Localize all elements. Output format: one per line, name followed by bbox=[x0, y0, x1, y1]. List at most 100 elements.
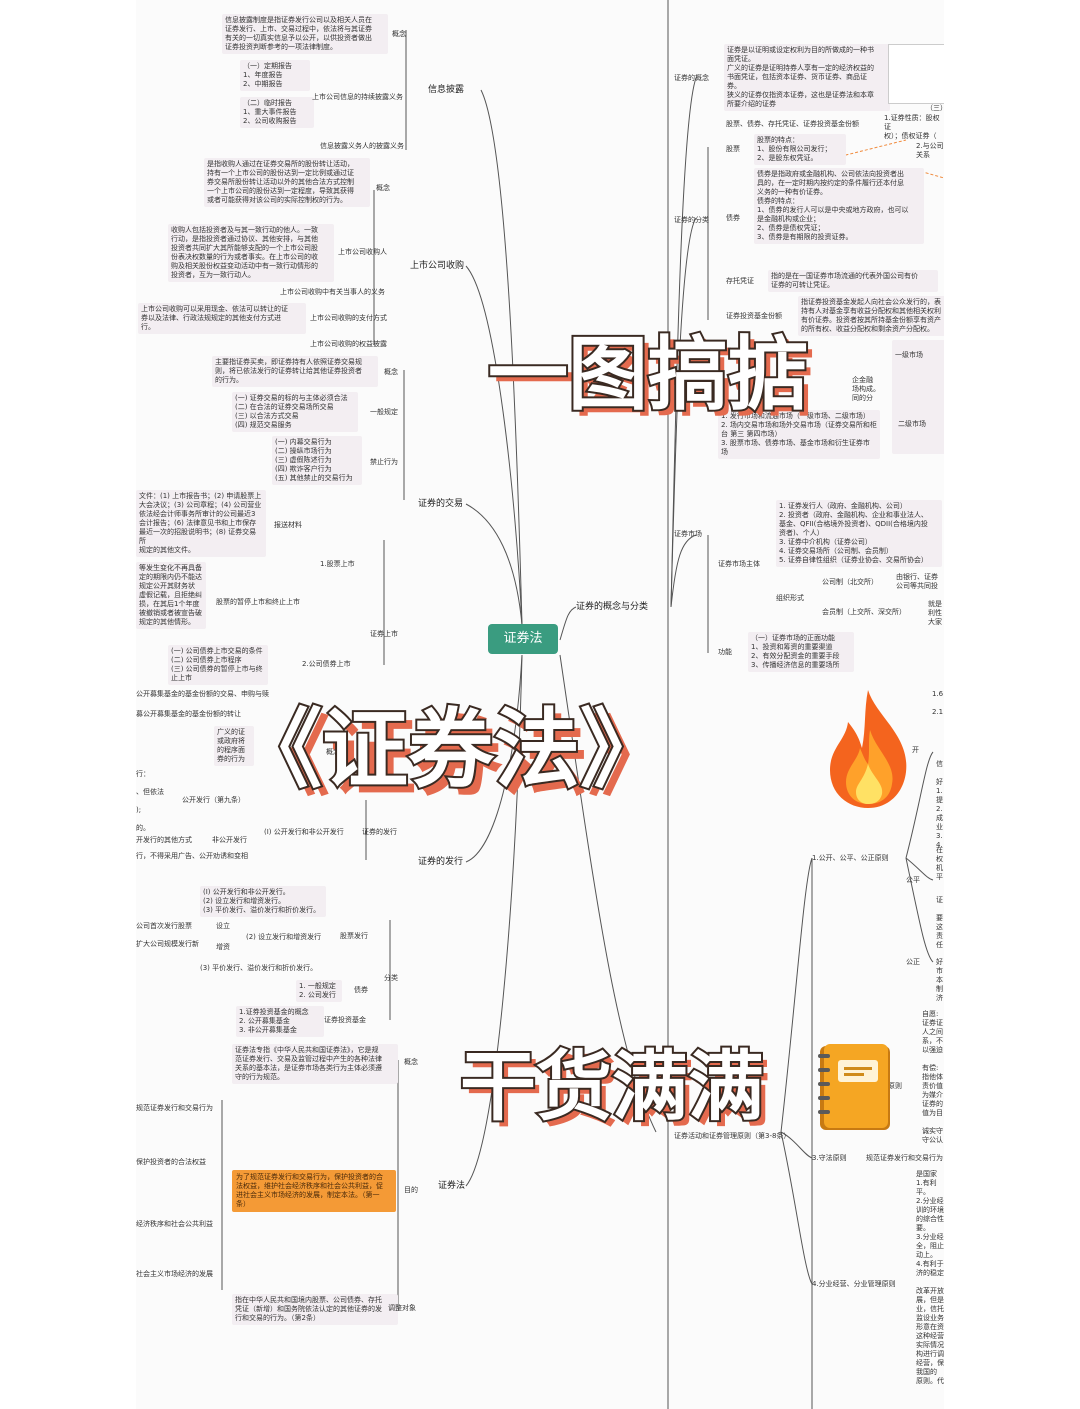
principle-law-abide-tail: 规范证券发行和交易行为 bbox=[866, 1154, 943, 1162]
class-stock-label: 股票 bbox=[726, 145, 740, 153]
link-sep bbox=[780, 1131, 813, 1285]
class-edge-1: 1.证券性质：股权证 权）；债权证券（ bbox=[884, 114, 940, 140]
principle-fair-label: 公平 bbox=[906, 876, 920, 884]
market-func-label: 功能 bbox=[718, 648, 732, 656]
principle-ppj: 1.公开、公平、公正原则 bbox=[812, 854, 889, 862]
issue-fund-issue: 证券投资基金 bbox=[324, 1016, 366, 1024]
issue-stock-issue: 股票发行 bbox=[340, 932, 368, 940]
issue-pub9: 公开发行（第九条） bbox=[182, 796, 245, 804]
trade-bond-text: (一) 公司债券上市交易的条件 (二) 公司债券上市程序 (三) 公司债券的暂停… bbox=[168, 645, 268, 685]
title-line3-shadow: 干货满满 bbox=[466, 1048, 770, 1137]
acq-disclosure-label: 上市公司收购的权益披露 bbox=[310, 340, 387, 348]
node-concept-classification[interactable]: 证券的概念与分类 bbox=[576, 602, 649, 612]
trade-listing-label: 证券上市 bbox=[370, 630, 398, 638]
link-open bbox=[905, 751, 934, 859]
acq-payment-label: 上市公司收购的支付方式 bbox=[310, 314, 387, 322]
market-mini-box: 一级市场 bbox=[892, 340, 944, 454]
info-continuous-label: 上市公司信息的持续披露义务 bbox=[312, 93, 403, 101]
issue-nonpub: 非公开发行 bbox=[212, 836, 247, 844]
link-abide bbox=[780, 1131, 813, 1159]
link-fair bbox=[905, 857, 934, 881]
trade-general-label: 一般规定 bbox=[370, 408, 398, 416]
market-company-label: 公司制（北交所） bbox=[822, 578, 878, 586]
class-fund-text: 指证券投资基金发起人向社会公众发行的，表 持有人对基金享有收益分配权和其他相关权… bbox=[798, 296, 944, 336]
concept-text: 证券是以证明或设定权利为目的所做成的一种书 面凭证。 广义的证券是证明持券人享有… bbox=[724, 44, 890, 111]
link-just bbox=[905, 857, 934, 963]
notebook-icon bbox=[818, 1044, 890, 1130]
trade-suspend-text: 等发生变化不再具备 定的期限内仍不能达 规定公开其财务状 虚假记载，且拒绝纠 损… bbox=[136, 562, 206, 629]
principle-tail: 原则 bbox=[888, 1082, 902, 1090]
issue-three-text: (3) 平价发行、溢价发行和折价发行。 bbox=[200, 964, 318, 972]
node-listed-acquisition[interactable]: 上市公司收购 bbox=[410, 261, 465, 271]
market-company-tail: 由银行、证券 公司等共同投 bbox=[896, 573, 938, 590]
market-mini-primary: 一级市场 bbox=[895, 351, 923, 359]
principle-frag-g: 是国家 1.有利 平。 2.分业经 训的环境 的综合性 要。 3.分业经 全，阻… bbox=[916, 1170, 944, 1385]
law-concept-text: 证券法专指《中华人民共和国证券法》，它是规 范证券发行、交易及监管过程中产生的各… bbox=[232, 1044, 398, 1084]
node-securities-law[interactable]: 证券法 bbox=[438, 1181, 466, 1191]
acq-payment-text: 上市公司收购可以采用现金、依法可以转让的证 券以及法律、行政法规规定的其他支付方… bbox=[138, 303, 306, 334]
principle-law-abide: 3.守法原则 bbox=[812, 1154, 847, 1162]
principle-frag-c: 在 权 机 平 bbox=[936, 846, 943, 881]
link-root-law bbox=[465, 654, 523, 1187]
market-member-tail: 就是 利性 大家 bbox=[928, 600, 942, 626]
info-obligor-label: 信息披露义务人的披露义务 bbox=[320, 142, 404, 150]
trade-stock-listing: 1.股票上市 bbox=[320, 560, 355, 568]
class-stock-text: 股票的特点： 1、股份有限公司发行； 2、是股东权凭证。 bbox=[754, 134, 846, 165]
class-fund-label: 证券投资基金份额 bbox=[726, 312, 782, 320]
class-dr-text: 指的是在一国证券市场流通的代表外国公司有价 证券的可转让凭证。 bbox=[768, 270, 938, 292]
link-root-info bbox=[480, 89, 523, 626]
issue-class-text: (I) 公开发行和非公开发行。 (2) 设立发行和增资发行。 (3) 平价发行、… bbox=[200, 886, 326, 917]
title-line1: 一图搞掂 bbox=[486, 328, 810, 422]
principle-separate: 4.分业经营、分业管理原则 bbox=[812, 1280, 896, 1288]
issue-pub9-left: 行： 、但依法 ); 的。 bbox=[136, 770, 164, 832]
market-mini-secondary: 二级市场 bbox=[898, 420, 926, 428]
market-org-label: 组织形式 bbox=[776, 594, 804, 602]
trade-general-text: (一) 证券交易的标的与主体必须合法 (二) 在合法的证券交易场所交易 (三) … bbox=[232, 392, 358, 432]
info-concept-text: 信息披露制度是指证券发行公司以及相关人员在 证券发行、上市、交易过程中，依法将与… bbox=[222, 14, 388, 54]
trade-banned-label: 禁止行为 bbox=[370, 458, 398, 466]
link-root-trade bbox=[465, 503, 523, 626]
trade-concept-text: 主要指证券买卖，即证券持有人依照证券交易规 则，将已依法发行的证券转让给其他证券… bbox=[212, 356, 378, 387]
principle-frag-b: 信 好 1. 提 2. 成 业 3. 4. bbox=[936, 760, 943, 849]
root-node[interactable]: 证券法 bbox=[488, 624, 558, 654]
principle-open-label: 开 bbox=[912, 746, 919, 754]
title-line2: 《证券法》 bbox=[234, 698, 668, 802]
trade-submit-text: 文件：(1) 上市报告书；(2) 申请股票上 大会决议；(3) 公司章程；(4)… bbox=[136, 490, 266, 557]
law-purpose-3: 经济秩序和社会公共利益 bbox=[136, 1220, 213, 1228]
principle-frag-d: 证 要 这 责 任 bbox=[936, 896, 943, 949]
node-securities-trading[interactable]: 证券的交易 bbox=[418, 499, 464, 509]
market-subject-label: 证券市场主体 bbox=[718, 560, 760, 568]
market-subject-text: 1. 证券发行人（政府、金融机构、公司） 2. 投资者（政府、金融机构、企业和事… bbox=[776, 500, 942, 567]
link-class bbox=[670, 217, 697, 608]
issue-fund-text: 1.证券投资基金的概念 2. 公开募集基金 3. 非公开募集基金 bbox=[236, 1006, 324, 1037]
node-securities-issuance[interactable]: 证券的发行 bbox=[418, 857, 464, 867]
link-root-mgmt bbox=[559, 654, 657, 1133]
principle-frag-a: 1.6 2.1 bbox=[932, 690, 944, 716]
classification-kinds: 股票、债券、存托凭证、证券投资基金份额 bbox=[726, 120, 859, 128]
classification-label: 证券的分类 bbox=[674, 216, 709, 224]
info-concept-label: 概念 bbox=[392, 30, 406, 38]
law-scope-label: 调整对象 bbox=[388, 1304, 416, 1312]
node-info-disclosure[interactable]: 信息披露 bbox=[428, 85, 465, 95]
law-purpose-4: 社会主义市场经济的发展 bbox=[136, 1270, 213, 1278]
dashed-arrow-1 bbox=[825, 139, 907, 161]
acq-related-label: 上市公司收购中有关当事人的义务 bbox=[280, 288, 385, 296]
issue-increase-label: 增资 bbox=[216, 943, 230, 951]
principle-mgmt: 证券活动和证券管理原则（第3-8条） bbox=[674, 1132, 791, 1140]
fire-icon bbox=[830, 690, 907, 808]
acq-concept-text: 是指收购人通过在证券交易所的股份转让活动， 持有一个上市公司的股份达到一定比例或… bbox=[204, 158, 370, 207]
law-concept-label: 概念 bbox=[404, 1058, 418, 1066]
acq-acquirer-label: 上市公司收购人 bbox=[338, 248, 387, 256]
class-bond-text: 债券是指政府或金融机构、公司依法向投资者出 具的，在一定时期内按约定的条件履行还… bbox=[754, 168, 924, 244]
issue-nonpub-left-2: 行，不得采用广告、公开劝诱和变相 bbox=[136, 852, 248, 860]
issue-found-left: 公司首次发行股票 bbox=[136, 922, 192, 930]
class-dr-label: 存托凭证 bbox=[726, 277, 754, 285]
law-scope-text: 指在中华人民共和国境内股票、公司债券、存托 凭证（新增）和国务院依法认定的其他证… bbox=[232, 1294, 398, 1325]
principle-frag-e: 好 市 本 制 济 bbox=[936, 958, 943, 1002]
law-purpose-2: 保护投资者的合法权益 bbox=[136, 1158, 206, 1166]
law-purpose-text: 为了规范证券发行和交易行为，保护投资者的合 法权益，维护社会经济秩序和社会公共利… bbox=[232, 1170, 396, 1212]
concept-label: 证券的概念 bbox=[674, 74, 709, 82]
info-interim-report: （二）临时报告 1、重大事件报告 2、公司收购报告 bbox=[240, 97, 314, 128]
issue-found-label: 设立 bbox=[216, 922, 230, 930]
issue-bond-text: 1. 一般规定 2. 公司发行 bbox=[296, 980, 342, 1002]
